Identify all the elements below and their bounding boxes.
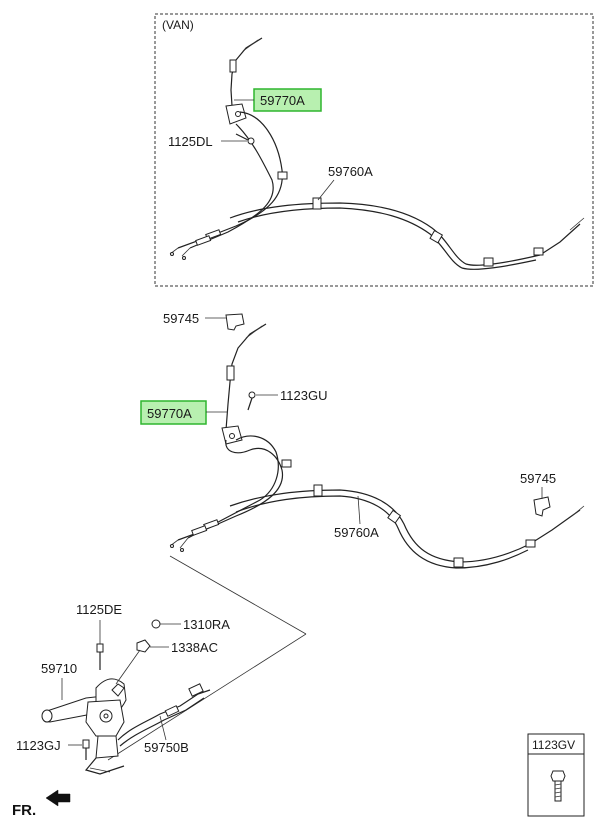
part-label-59710[interactable]: 59710	[41, 661, 77, 676]
van-section-frame	[154, 13, 594, 287]
part-label-59745-right[interactable]: 59745	[520, 471, 556, 486]
part-label-1123GJ[interactable]: 1123GJ	[16, 738, 61, 753]
bolt-1123GJ	[82, 739, 90, 760]
part-label-59770A[interactable]: 59770A	[147, 406, 192, 421]
part-label-1338AC[interactable]: 1338AC	[171, 640, 218, 655]
nut-1310RA	[151, 619, 161, 629]
brake-cable-59750B	[117, 683, 211, 747]
leader-59760A-van	[317, 179, 335, 201]
part-label-1125DL[interactable]: 1125DL	[168, 134, 213, 149]
highlight-59770A	[140, 400, 207, 425]
leader-59760A	[357, 495, 361, 525]
clip-59745-top	[225, 313, 245, 331]
part-label-59750B[interactable]: 59750B	[144, 740, 189, 755]
legend-box-1123GV: 1123GV	[527, 733, 585, 817]
part-label-1125DE[interactable]: 1125DE	[76, 602, 122, 617]
leader-59750B	[159, 715, 167, 741]
part-label-1123GU[interactable]: 1123GU	[280, 388, 327, 403]
rear-cable-59760A	[229, 484, 585, 569]
legend-title: 1123GV	[532, 738, 575, 752]
front-cable-assembly	[169, 323, 292, 552]
front-direction-label: FR.	[12, 802, 36, 819]
clip-59745-right	[533, 496, 551, 517]
bolt-1125DE	[96, 643, 104, 670]
callout-link-upper	[169, 555, 307, 635]
part-label-59770A-van[interactable]: 59770A	[260, 93, 305, 108]
van-front-cable-assembly	[169, 37, 288, 260]
van-section-title: (VAN)	[162, 18, 194, 32]
bolt-icon	[550, 770, 566, 802]
part-label-1310RA[interactable]: 1310RA	[183, 617, 230, 632]
parking-brake-lever-59710	[41, 678, 127, 775]
front-arrow-icon	[45, 789, 71, 807]
part-label-59760A-van[interactable]: 59760A	[328, 164, 373, 179]
van-rear-cable-59760A	[229, 197, 585, 270]
nut-1338AC	[136, 639, 151, 653]
bolt-1123GU	[247, 391, 256, 411]
van-bolt-1125DL	[235, 133, 255, 145]
part-label-59745-top[interactable]: 59745	[163, 311, 199, 326]
leader-1338AC-to-lever	[115, 649, 141, 685]
part-label-59760A[interactable]: 59760A	[334, 525, 379, 540]
callout-link-lower	[107, 633, 307, 761]
